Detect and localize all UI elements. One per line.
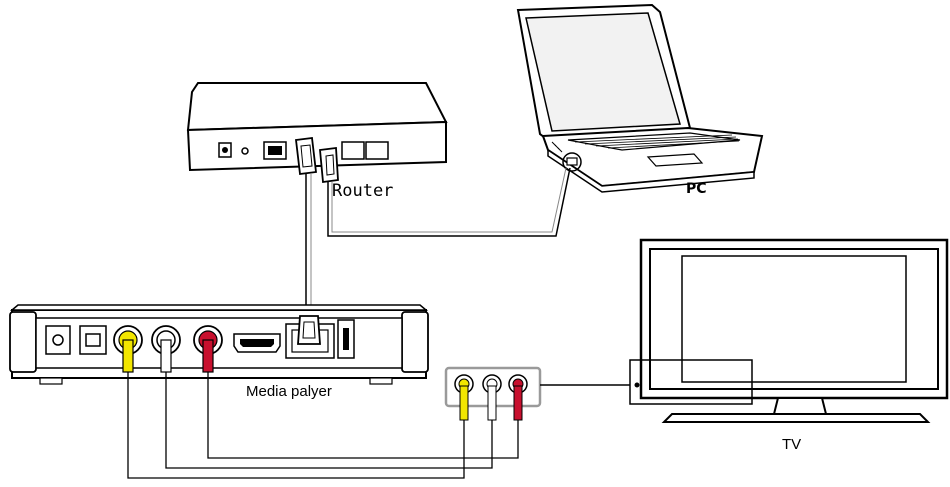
pc-label: PC xyxy=(686,181,707,197)
tv-label: TV xyxy=(782,436,802,453)
tv-rca-plug-yellow xyxy=(459,385,469,421)
router-lan-port-1 xyxy=(341,141,365,160)
rca-plug-icon-white xyxy=(160,339,172,373)
ethernet-plug-icon-2 xyxy=(319,146,339,184)
ethernet-cable-router-pc xyxy=(327,167,571,237)
tv-screen xyxy=(681,255,907,383)
tv-side-panel-highlight xyxy=(629,359,753,405)
laptop-keys xyxy=(574,134,740,149)
laptop-touchpad xyxy=(646,153,704,167)
media-player-label: Media palyer xyxy=(246,383,332,400)
player-top xyxy=(9,304,429,311)
rca-plug-icon-red xyxy=(202,339,214,373)
router-label: Router xyxy=(332,181,394,201)
player-right-bumper xyxy=(401,311,429,373)
laptop-vents xyxy=(551,141,563,153)
ethernet-cable-router-player xyxy=(305,174,312,318)
laptop-base-front xyxy=(547,148,755,193)
laptop-screen xyxy=(525,12,681,132)
tv-av-input xyxy=(444,366,542,421)
laptop-ethernet-plug xyxy=(566,157,578,166)
laptop-icon xyxy=(516,3,764,193)
laptop-port-highlight xyxy=(562,152,582,172)
tv-rca-plug-red xyxy=(513,385,523,421)
router-icon xyxy=(186,82,448,184)
tv-rca-plug-white xyxy=(487,385,497,421)
player-optical-port xyxy=(79,325,107,355)
player-left-bumper xyxy=(9,311,37,373)
tv-stand-neck xyxy=(772,397,828,415)
media-player-icon xyxy=(9,304,429,385)
router-lan-port-2 xyxy=(365,141,389,160)
ethernet-plug-icon xyxy=(295,136,317,176)
av-cable-bundle xyxy=(127,372,519,479)
tv-icon xyxy=(629,238,949,423)
router-top xyxy=(186,82,448,132)
rca-plug-icon-yellow xyxy=(122,339,134,373)
tv-stand-base xyxy=(661,413,931,423)
player-power-port xyxy=(45,325,71,355)
player-ethernet-plug xyxy=(297,315,321,345)
router-reset-button xyxy=(241,147,249,155)
laptop-keyboard xyxy=(567,132,741,151)
